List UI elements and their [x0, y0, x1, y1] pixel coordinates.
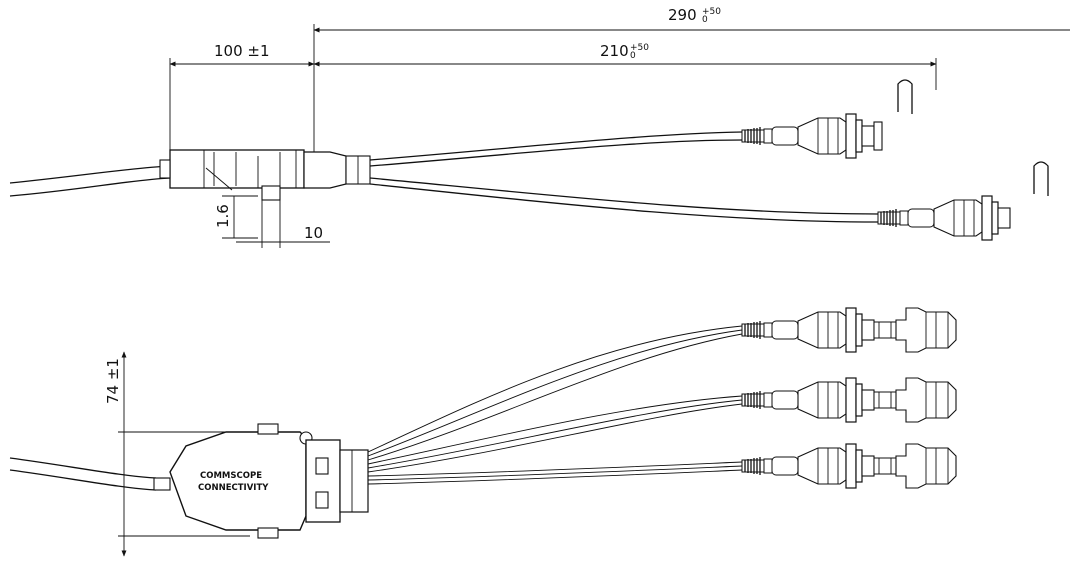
dim-1-6: 1.6 [214, 204, 232, 228]
dim-100: 100 ±1 [214, 42, 270, 60]
dim-290-tol-upper: +50 [702, 7, 721, 17]
connector-pair-3 [742, 444, 956, 488]
dim-74: 74 ±1 [104, 358, 122, 404]
dim-10: 10 [304, 224, 323, 242]
furcation-housing-side [169, 149, 305, 189]
connector-pair-2 [742, 378, 956, 422]
side-view [9, 79, 1049, 241]
dim-210-tol-lower: 0 [630, 51, 636, 61]
dim-290: 290 [668, 6, 697, 24]
dim-210: 210 [600, 42, 629, 60]
brand-line-1: COMMSCOPE [200, 471, 262, 481]
dim-210-tol-upper: +50 [630, 43, 649, 53]
furcation-housing-plan [169, 431, 307, 531]
brand-line-2: CONNECTIVITY [198, 483, 269, 493]
dim-290-tol-lower: 0 [702, 15, 708, 25]
dimension-lines [118, 24, 1070, 557]
plan-view: COMMSCOPE CONNECTIVITY [9, 308, 956, 539]
connector-pair-1 [742, 308, 956, 352]
